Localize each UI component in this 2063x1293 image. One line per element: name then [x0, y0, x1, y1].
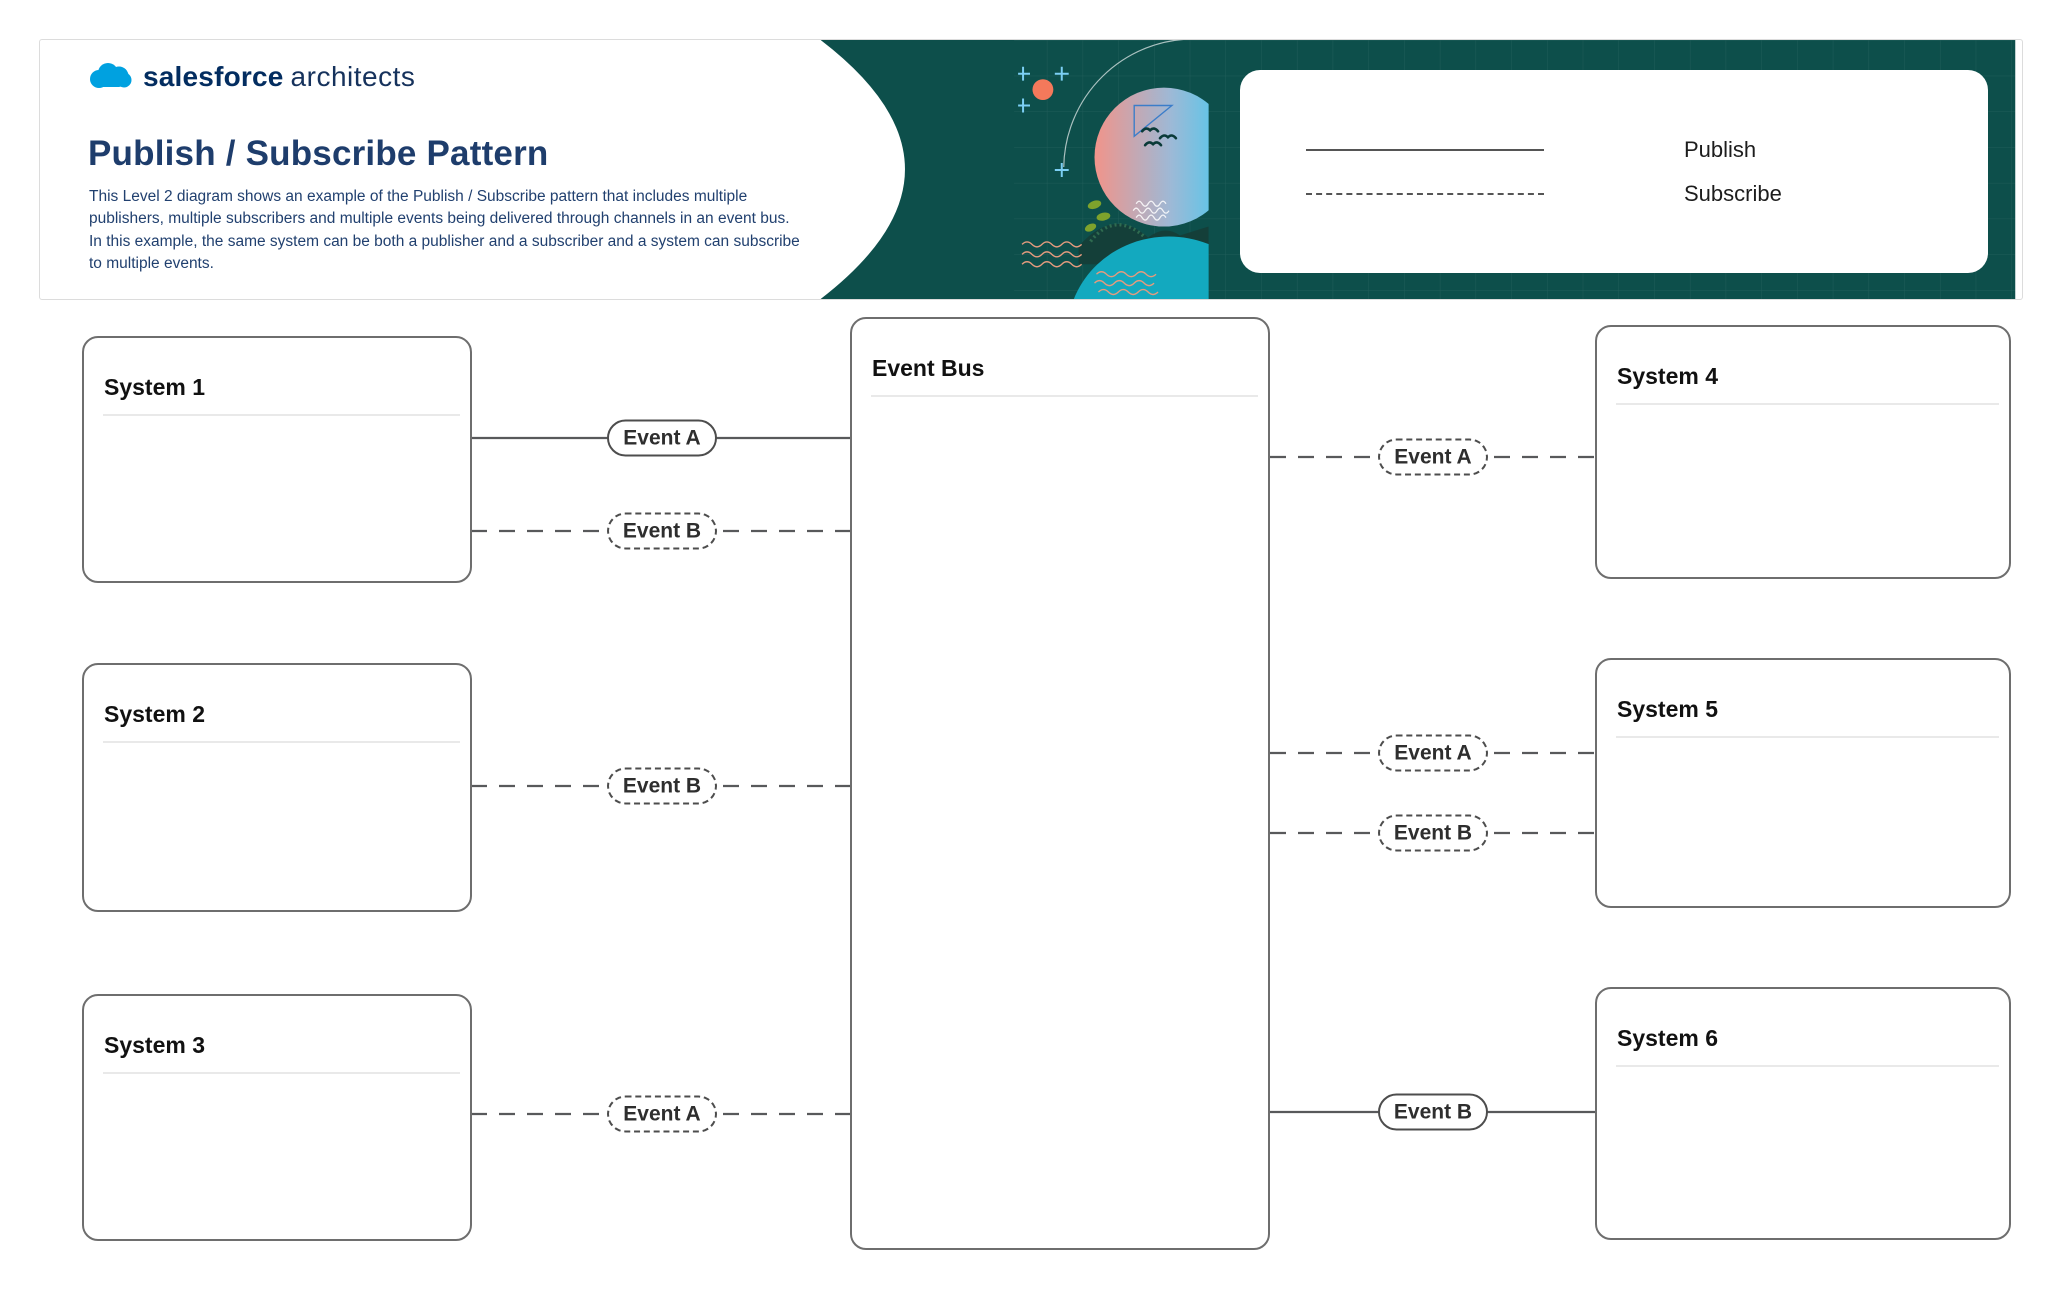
publish-label: Publish [1684, 136, 1757, 162]
triangle-outline [1133, 104, 1174, 138]
gradient-moon [1094, 87, 1209, 227]
system-box-6: System 6 [1595, 987, 2011, 1240]
hill-texture [1089, 223, 1146, 243]
system-3-title: System 3 [104, 1032, 206, 1058]
salmon-waves-right [1094, 271, 1159, 296]
page-title: Publish / Subscribe Pattern [88, 134, 549, 173]
system-box-1: System 1 [82, 336, 472, 583]
title-separator [1616, 1065, 1999, 1067]
event-pill-sys1-publish-eventA: Event A [607, 419, 717, 457]
logo-brand: salesforce [143, 60, 284, 92]
legend-card: Publish Subscribe [1240, 70, 1988, 273]
system-6-title: System 6 [1617, 1025, 1719, 1051]
logo-suffix: architects [290, 60, 416, 92]
arc-line [1063, 40, 1194, 168]
system-4-title: System 4 [1617, 363, 1719, 389]
subscribe-label: Subscribe [1684, 180, 1782, 206]
system-box-4: System 4 [1595, 325, 2011, 579]
event-pill-sys5-subscribe-eventB: Event B [1378, 814, 1488, 852]
title-separator [103, 414, 460, 416]
title-separator [103, 741, 460, 743]
system-1-title: System 1 [104, 374, 206, 400]
title-separator [871, 395, 1258, 397]
water [1067, 236, 1209, 299]
event-pill-sys1-subscribe-eventB: Event B [607, 512, 717, 550]
system-box-3: System 3 [82, 994, 472, 1241]
title-separator [1616, 736, 1999, 738]
system-2-title: System 2 [104, 701, 206, 727]
event-pill-sys3-subscribe-eventA: Event A [607, 1095, 717, 1133]
salesforce-cloud-icon [90, 63, 132, 88]
birds-icon [1140, 127, 1178, 147]
system-box-2: System 2 [82, 663, 472, 912]
legend-publish-row: Publish [1240, 130, 1988, 170]
sun-icon [1032, 79, 1054, 101]
salmon-waves-left [1021, 241, 1083, 268]
event-pill-sys4-subscribe-eventA: Event A [1378, 438, 1488, 476]
title-separator [103, 1072, 460, 1074]
event-pill-sys2-subscribe-eventB: Event B [607, 767, 717, 805]
event-bus-title: Event Bus [872, 355, 985, 381]
legend-subscribe-row: Subscribe [1240, 174, 1988, 214]
event-pill-sys5-subscribe-eventA: Event A [1378, 734, 1488, 772]
system-box-5: System 5 [1595, 658, 2011, 908]
title-separator [1616, 403, 1999, 405]
white-waves [1132, 200, 1170, 221]
leaf-dots [1084, 200, 1111, 232]
page-description: This Level 2 diagram shows an example of… [89, 188, 800, 272]
sunset-illustration [1018, 40, 1209, 299]
event-bus-box: Event Bus [850, 317, 1270, 1250]
event-pill-sys6-publish-eventB: Event B [1378, 1093, 1488, 1131]
publish-line-sample [1306, 148, 1544, 151]
plus-sparkles [1018, 66, 1069, 177]
subscribe-line-sample [1306, 192, 1544, 195]
system-5-title: System 5 [1617, 696, 1719, 722]
